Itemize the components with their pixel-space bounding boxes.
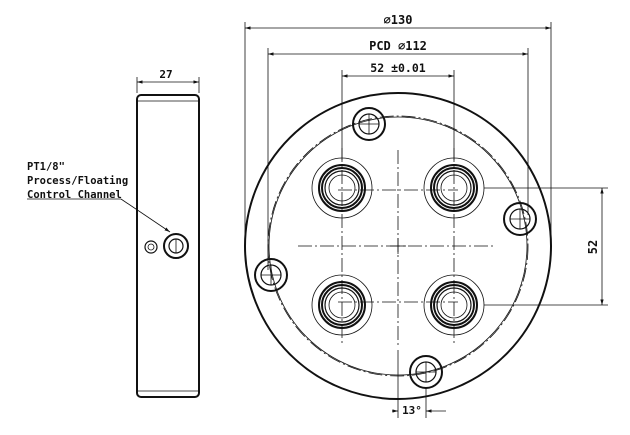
front-view: ∅130 PCD ∅112 52 ±0.01 52 (244, 13, 608, 418)
port-note: PT1/8" Process/Floating Control Channel (27, 161, 128, 201)
mount-hole-top (352, 107, 386, 141)
width-dim-text: 27 (159, 68, 172, 81)
mount-hole-left (254, 258, 288, 292)
angle-text: 13° (402, 404, 422, 417)
mount-hole-bottom (409, 355, 443, 389)
side-body (136, 94, 200, 398)
fitting-top-left (311, 157, 373, 219)
outer-diameter-text: ∅130 (384, 13, 413, 27)
mount-hole-right (503, 202, 537, 236)
port-note-line1: PT1/8" (27, 161, 65, 173)
vertical-spacing-dimension: 52 (484, 187, 608, 306)
bolt-spacing-text: 52 ±0.01 (370, 61, 425, 75)
fitting-bottom-left (311, 274, 373, 336)
angle-dimension: 13° (392, 350, 446, 418)
bolt-spacing-dimension: 52 ±0.01 (341, 61, 455, 160)
port-leader (120, 198, 171, 233)
pcd-dimension: PCD ∅112 (267, 39, 529, 270)
port-note-line3: Control Channel (27, 189, 122, 201)
side-view: 27 PT1/8" Process/Floating Control Chann… (27, 68, 200, 398)
fitting-top-right (423, 157, 485, 219)
width-dimension: 27 (136, 68, 200, 93)
outer-diameter-dimension: ∅130 (244, 13, 552, 240)
port-holes (144, 233, 189, 259)
pcd-text: PCD ∅112 (369, 39, 427, 53)
port-note-line2: Process/Floating (27, 175, 128, 187)
vertical-spacing-text: 52 (586, 240, 600, 254)
